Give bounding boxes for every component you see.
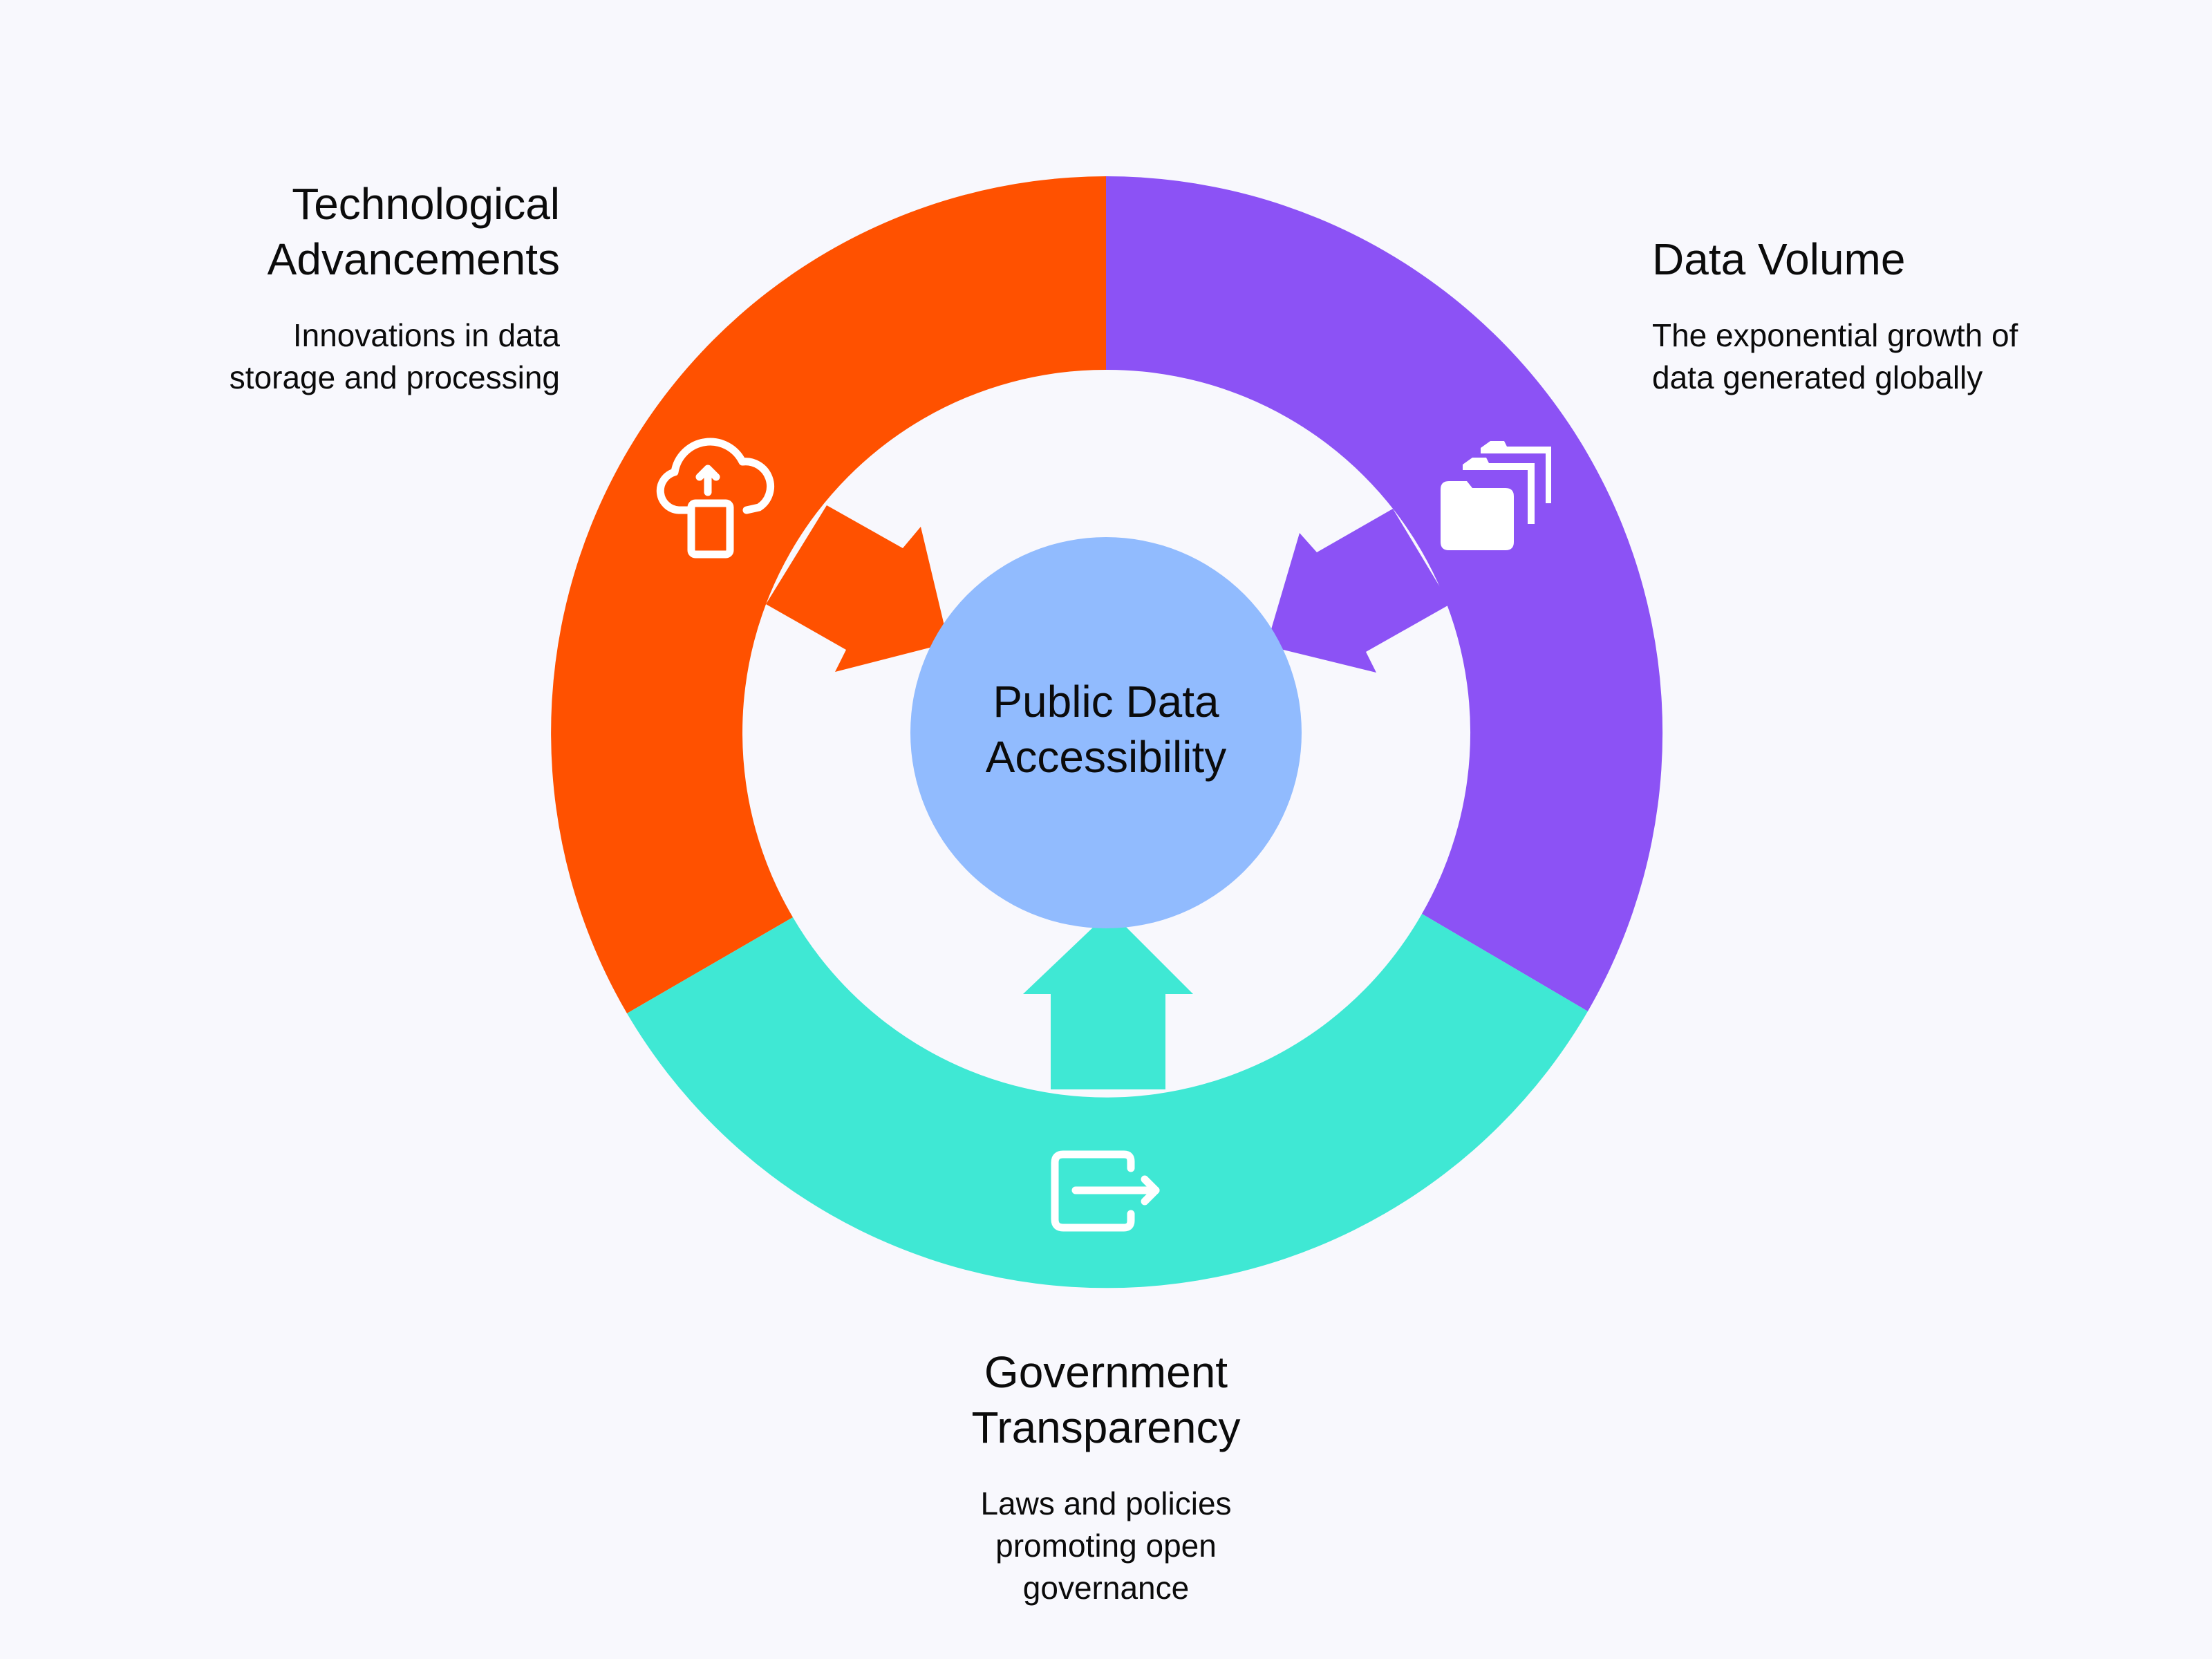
label-government-transparency: Government Transparency Laws and policie… [899, 1344, 1313, 1609]
segment-description: Innovations in data storage and processi… [229, 317, 560, 395]
export-arrow-icon [1051, 1150, 1160, 1232]
segment-description: The exponential growth of data generated… [1652, 317, 2018, 395]
arrow-data-volume [1266, 509, 1450, 673]
ring-segment-government-transparency [627, 914, 1588, 1288]
ring-segment-technological-advancements [551, 176, 1106, 1013]
segment-description: Laws and policies promoting open governa… [980, 1485, 1232, 1606]
segment-title: Technological Advancements [267, 179, 560, 284]
arrow-government-transparency [1023, 911, 1193, 1089]
label-technological-advancements: Technological Advancements Innovations i… [207, 176, 560, 399]
arrow-technological-advancements [766, 505, 948, 672]
stacked-folders-icon [1441, 441, 1551, 550]
segment-title: Government Transparency [971, 1347, 1241, 1452]
center-circle [910, 537, 1302, 928]
center-title: Public Data Accessibility [985, 677, 1227, 782]
cloud-upload-device-icon [656, 438, 774, 559]
ring-segment-data-volume [1106, 176, 1663, 1011]
label-data-volume: Data Volume The exponential growth of da… [1652, 232, 2039, 399]
segment-title: Data Volume [1652, 234, 1906, 284]
